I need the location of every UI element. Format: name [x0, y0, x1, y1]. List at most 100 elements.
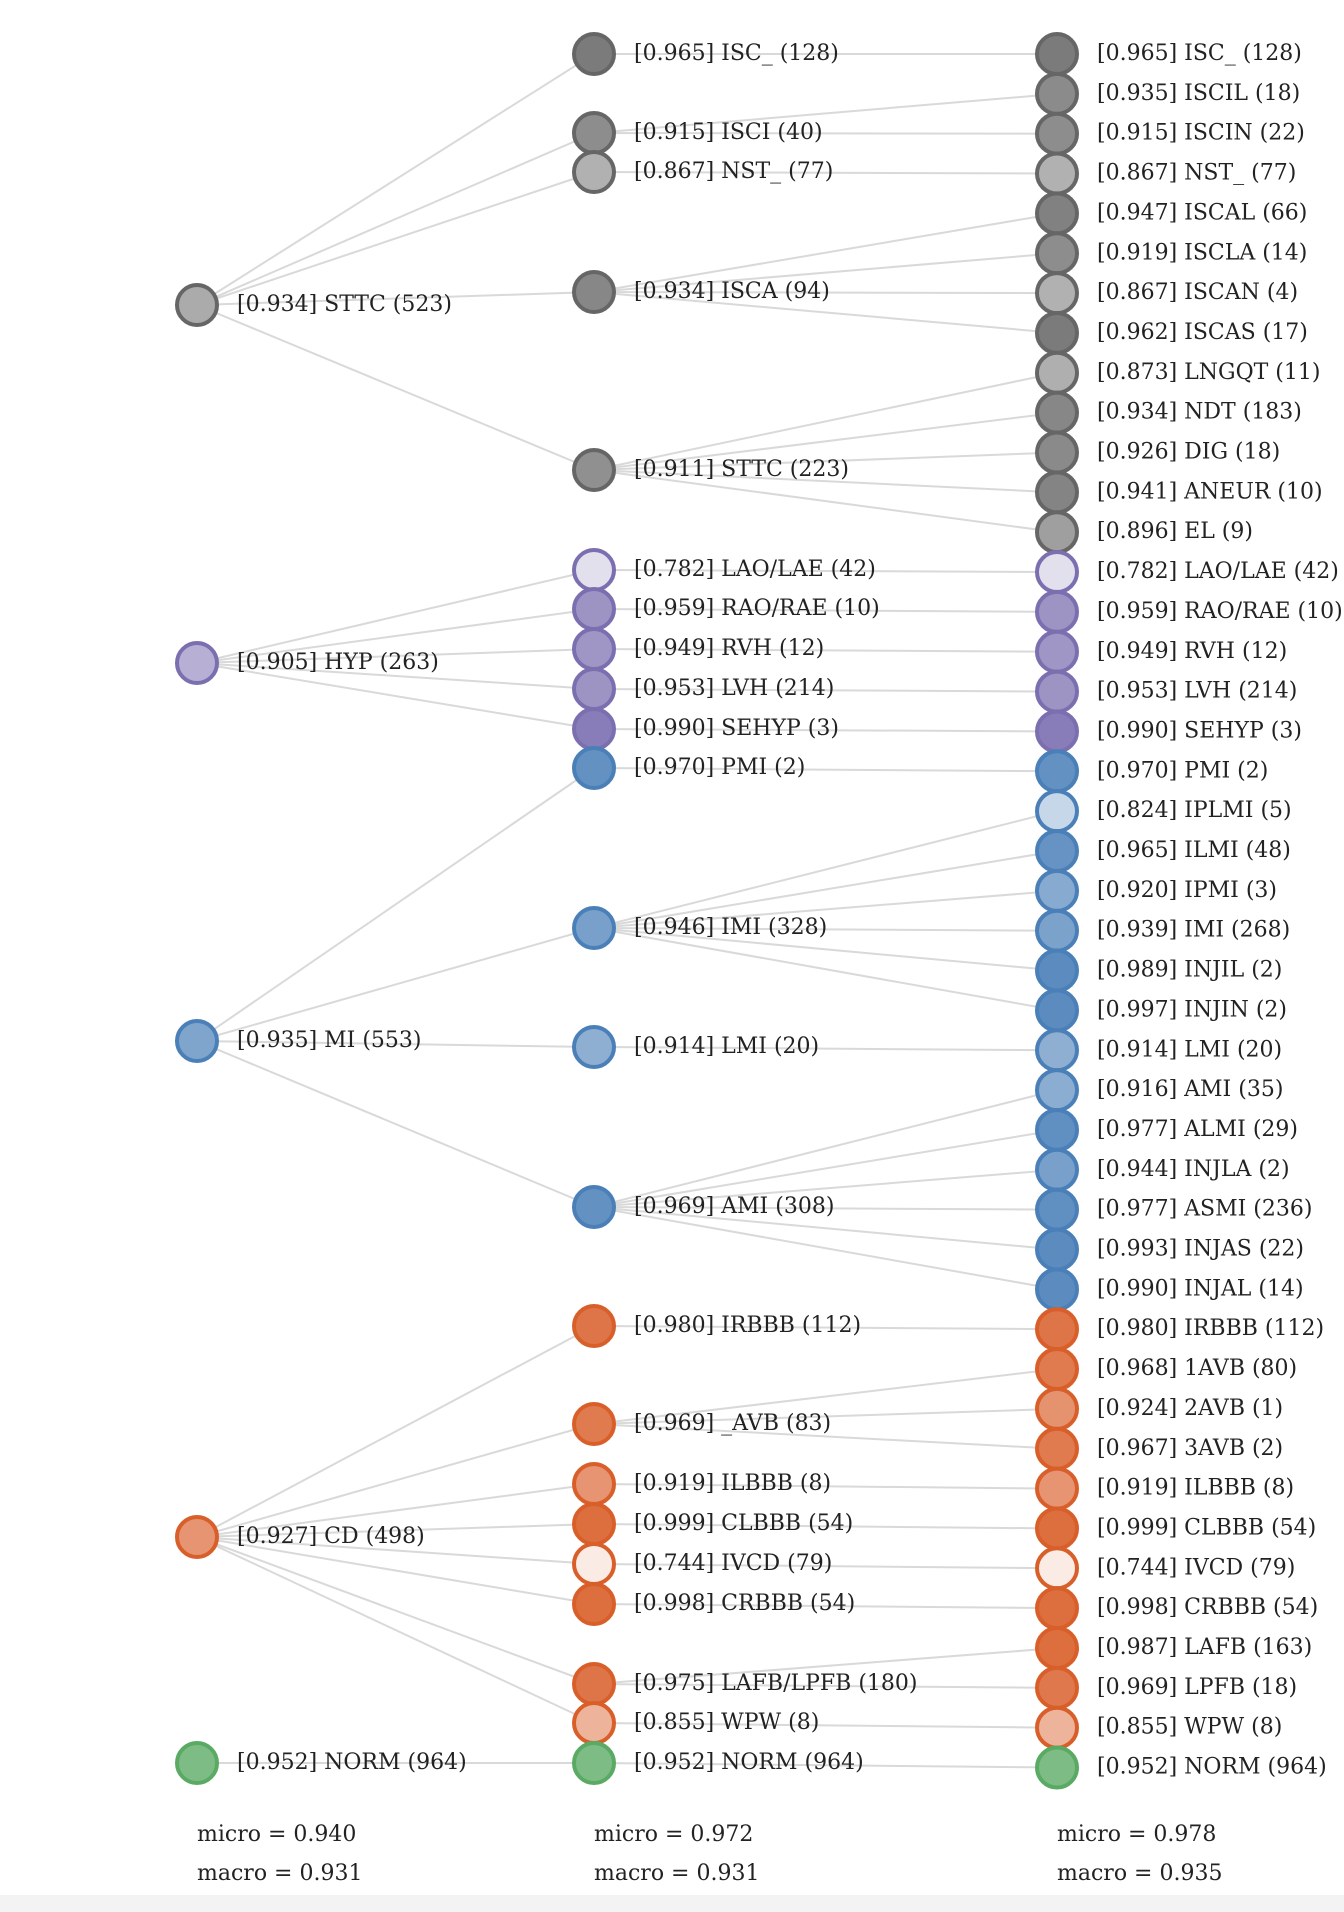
node-circle-mi — [175, 1019, 219, 1063]
node-sttc2: [0.911] STTC (223) — [572, 448, 849, 492]
node-norm3: [0.952] NORM (964) — [1035, 1745, 1327, 1790]
node-iscan: [0.867] ISCAN (4) — [1035, 271, 1298, 316]
node-label-ipmi: [0.920] IPMI (3) — [1097, 878, 1277, 903]
node-circle-isci — [572, 111, 616, 155]
node-isc: [0.965] ISC_ (128) — [572, 32, 839, 76]
edge-imi-to-ilmi — [593, 850, 1058, 929]
edge-pmi-to-pmi3 — [593, 767, 1058, 773]
edge-ami-to-injla — [593, 1168, 1058, 1208]
node-irbbb: [0.980] IRBBB (112) — [572, 1304, 861, 1348]
node-ilbbb: [0.919] ILBBB (8) — [572, 1462, 831, 1506]
node-circle-injin — [1035, 988, 1079, 1033]
edge-hyp-to-lao-lae — [196, 569, 595, 664]
node-ilbbb3: [0.919] ILBBB (8) — [1035, 1466, 1294, 1511]
node-label-rao-rae: [0.959] RAO/RAE (10) — [634, 596, 880, 621]
node-circle-imi — [572, 906, 616, 950]
node-injas: [0.993] INJAS (22) — [1035, 1227, 1304, 1272]
node-circle-2avb — [1035, 1386, 1079, 1431]
edge-cd-to-avb — [196, 1423, 595, 1538]
node-lmi3: [0.914] LMI (20) — [1035, 1028, 1282, 1073]
node-label-injal: [0.990] INJAL (14) — [1097, 1276, 1304, 1301]
node-label-clbbb: [0.999] CLBBB (54) — [634, 1511, 853, 1536]
node-circle-ivcd3 — [1035, 1546, 1079, 1591]
node-label-pmi: [0.970] PMI (2) — [634, 755, 805, 780]
edge-sttc2-to-ndt — [593, 411, 1058, 471]
node-circle-norm — [175, 1741, 219, 1785]
node-injal: [0.990] INJAL (14) — [1035, 1267, 1304, 1312]
node-label-hyp: [0.905] HYP (263) — [237, 650, 439, 675]
node-circle-lngqt — [1035, 350, 1079, 395]
node-iscla: [0.919] ISCLA (14) — [1035, 231, 1307, 276]
node-lvh3: [0.953] LVH (214) — [1035, 669, 1297, 714]
edge-isci-to-iscin — [593, 132, 1058, 135]
edge-ami-to-almi — [593, 1128, 1058, 1208]
edge-mi-to-ami — [196, 1040, 595, 1208]
node-circle-rao-rae3 — [1035, 589, 1079, 634]
node-label-wpw: [0.855] WPW (8) — [634, 1710, 819, 1735]
node-imi3: [0.939] IMI (268) — [1035, 908, 1290, 953]
node-label-iscil: [0.935] ISCIL (18) — [1097, 81, 1300, 106]
edge-sttc-to-isci — [196, 132, 595, 306]
edge-avb-to-1avb — [593, 1368, 1058, 1425]
node-circle-clbbb — [572, 1502, 616, 1546]
node-iscas: [0.962] ISCAS (17) — [1035, 310, 1308, 355]
node-label-ivcd3: [0.744] IVCD (79) — [1097, 1555, 1295, 1580]
node-circle-lao-lae — [572, 548, 616, 592]
edge-imi-to-imi3 — [593, 927, 1058, 932]
node-label-ami: [0.969] AMI (308) — [634, 1194, 834, 1219]
edge-cd-to-crbbb — [196, 1536, 595, 1605]
node-label-wpw3: [0.855] WPW (8) — [1097, 1715, 1282, 1740]
node-circle-wpw — [572, 1701, 616, 1745]
node-circle-wpw3 — [1035, 1705, 1079, 1750]
node-label-isca: [0.934] ISCA (94) — [634, 279, 830, 304]
node-label-lvh3: [0.953] LVH (214) — [1097, 679, 1297, 704]
node-circle-ami — [572, 1185, 616, 1229]
edge-lvh-to-lvh3 — [593, 688, 1058, 693]
node-circle-irbbb — [572, 1304, 616, 1348]
node-injil: [0.989] INJIL (2) — [1035, 948, 1282, 993]
node-imi: [0.946] IMI (328) — [572, 906, 827, 950]
node-circle-rao-rae — [572, 587, 616, 631]
edge-cd-to-wpw — [196, 1536, 595, 1724]
node-circle-1avb — [1035, 1347, 1079, 1392]
node-circle-injal — [1035, 1267, 1079, 1312]
edge-hyp-to-rao-rae — [196, 608, 595, 664]
node-label-ndt: [0.934] NDT (183) — [1097, 400, 1302, 425]
node-label-nst-3: [0.867] NST_ (77) — [1097, 161, 1296, 186]
edge-lmi-to-lmi3 — [593, 1046, 1058, 1052]
node-circle-sttc — [175, 283, 219, 327]
node-lngqt: [0.873] LNGQT (11) — [1035, 350, 1320, 395]
node-isci: [0.915] ISCI (40) — [572, 111, 823, 155]
edge-cd-to-lafb-lpfb — [196, 1536, 595, 1685]
node-circle-isc-3 — [1035, 32, 1079, 76]
node-label-rvh: [0.949] RVH (12) — [634, 636, 824, 661]
node-label-lngqt: [0.873] LNGQT (11) — [1097, 360, 1320, 385]
node-circle-nst — [572, 150, 616, 194]
edge-lao-lae-to-lao-lae3 — [593, 569, 1058, 574]
node-label-crbbb3: [0.998] CRBBB (54) — [1097, 1595, 1318, 1620]
node-circle-ivcd — [572, 1542, 616, 1586]
node-lmi: [0.914] LMI (20) — [572, 1025, 819, 1069]
edge-ami-to-injal — [593, 1206, 1058, 1291]
node-circle-dig — [1035, 430, 1079, 475]
node-label-sttc: [0.934] STTC (523) — [237, 292, 452, 317]
level-1-macro-score: macro = 0.931 — [197, 1861, 362, 1886]
node-ivcd3: [0.744] IVCD (79) — [1035, 1546, 1295, 1591]
edge-avb-to-2avb — [593, 1407, 1058, 1425]
node-label-injas: [0.993] INJAS (22) — [1097, 1237, 1304, 1262]
node-wpw: [0.855] WPW (8) — [572, 1701, 819, 1745]
node-circle-ilbbb3 — [1035, 1466, 1079, 1511]
node-label-nst: [0.867] NST_ (77) — [634, 159, 833, 184]
edge-isca-to-iscas — [593, 291, 1058, 334]
node-circle-clbbb3 — [1035, 1506, 1079, 1551]
edge-crbbb-to-crbbb3 — [593, 1603, 1058, 1610]
node-circle-injla — [1035, 1147, 1079, 1192]
node-label-iscas: [0.962] ISCAS (17) — [1097, 320, 1308, 345]
node-sehyp3: [0.990] SEHYP (3) — [1035, 709, 1302, 754]
node-crbbb: [0.998] CRBBB (54) — [572, 1582, 855, 1626]
node-rao-rae: [0.959] RAO/RAE (10) — [572, 587, 880, 631]
node-circle-ilbbb — [572, 1462, 616, 1506]
node-ndt: [0.934] NDT (183) — [1035, 390, 1302, 435]
edge-sttc-to-nst — [196, 171, 595, 306]
